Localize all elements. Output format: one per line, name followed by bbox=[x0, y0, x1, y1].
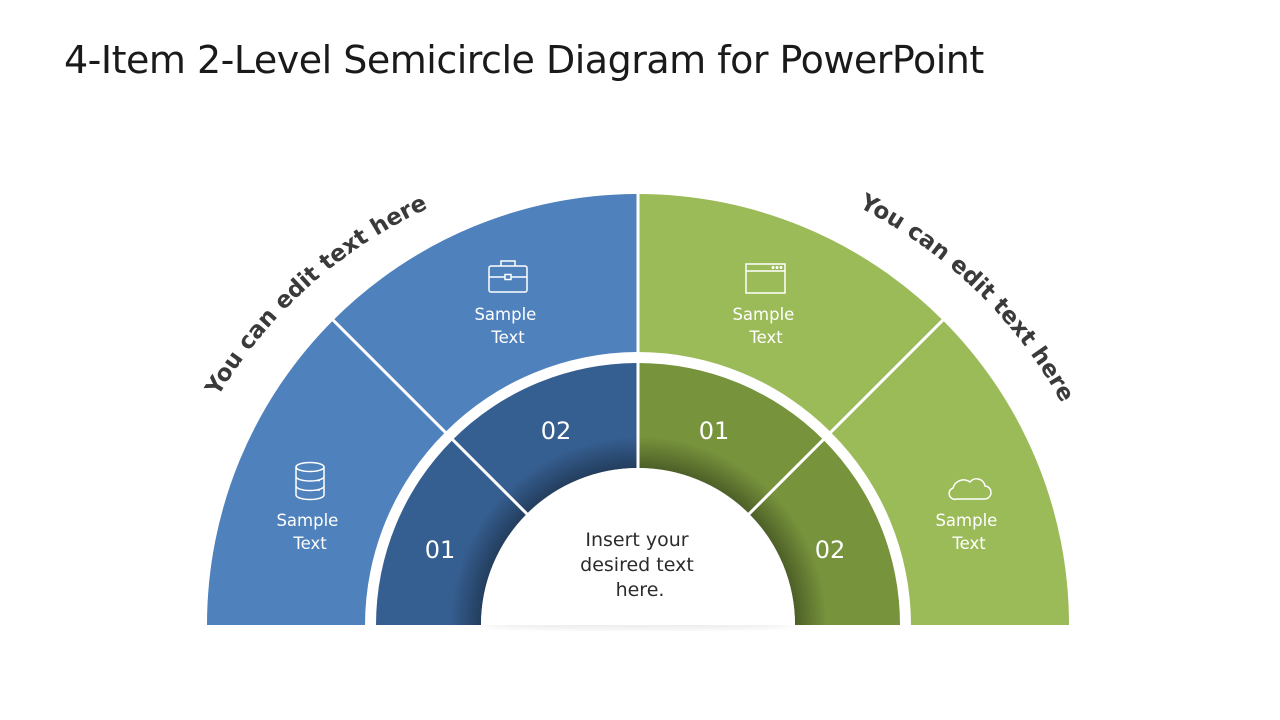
browser-window-icon bbox=[745, 263, 786, 294]
database-icon bbox=[295, 461, 325, 501]
outer-segment-right-upper[interactable] bbox=[638, 193, 943, 433]
inner-number-left-01: 01 bbox=[425, 536, 456, 564]
slide-title: 4-Item 2-Level Semicircle Diagram for Po… bbox=[64, 38, 984, 82]
inner-number-left-02: 02 bbox=[541, 417, 572, 445]
center-text: Insert your desired text here. bbox=[580, 529, 700, 601]
outer-label-right-upper: Sample Text bbox=[732, 305, 799, 347]
outer-label-left-upper: Sample Text bbox=[474, 305, 541, 347]
ring-gap bbox=[366, 353, 910, 626]
inner-number-right-02: 02 bbox=[815, 536, 846, 564]
inner-number-right-01: 01 bbox=[699, 417, 730, 445]
center-hub[interactable] bbox=[481, 468, 795, 625]
cloud-icon bbox=[948, 478, 992, 501]
outer-segment-left-lower[interactable] bbox=[207, 320, 446, 625]
inner-ring-shadow bbox=[376, 363, 900, 625]
outer-label-right-lower: Sample Text bbox=[935, 511, 1002, 553]
briefcase-icon bbox=[488, 260, 528, 293]
outer-segment-left-upper[interactable] bbox=[333, 194, 638, 433]
segment-dividers bbox=[329, 190, 947, 517]
outer-segment-right-lower[interactable] bbox=[830, 320, 1069, 625]
outer-label-left-lower: Sample Text bbox=[276, 511, 343, 553]
